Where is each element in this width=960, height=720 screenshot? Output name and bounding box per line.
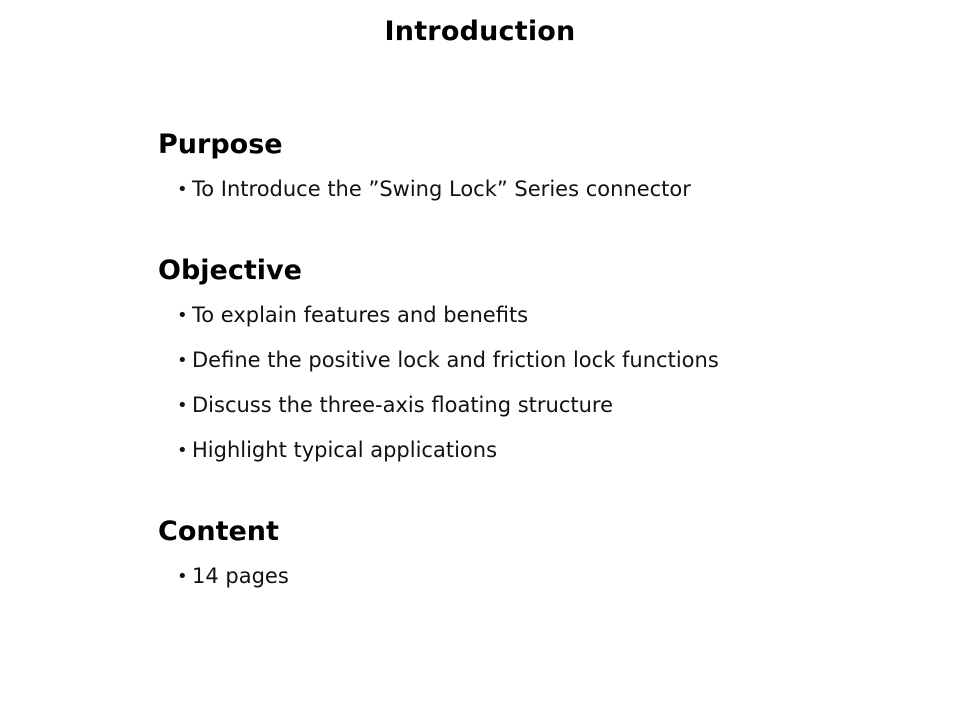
section-purpose: Purpose • To Introduce the ”Swing Lock” … — [158, 128, 918, 212]
list-item-label: Highlight typical applications — [192, 438, 498, 462]
list-item: • To Introduce the ”Swing Lock” Series c… — [158, 167, 918, 212]
slide-body: Purpose • To Introduce the ”Swing Lock” … — [158, 128, 918, 599]
list-item: • Highlight typical applications — [158, 428, 918, 473]
bullet-dot-icon: • — [177, 566, 188, 587]
page-title: Introduction — [384, 16, 576, 47]
bullet-dot-icon: • — [177, 179, 188, 200]
bullet-list-purpose: • To Introduce the ”Swing Lock” Series c… — [158, 167, 918, 212]
section-heading-objective: Objective — [158, 255, 302, 286]
section-heading-content: Content — [158, 516, 279, 547]
bullet-dot-icon: • — [177, 395, 188, 416]
bullet-dot-icon: • — [177, 305, 188, 326]
list-item-label: Discuss the three-axis floating structur… — [192, 393, 614, 417]
list-item-label: Define the positive lock and friction lo… — [192, 348, 719, 372]
list-item: • To explain features and benefits — [158, 293, 918, 338]
bullet-list-content: • 14 pages — [158, 554, 918, 599]
list-item: • Discuss the three-axis floating struct… — [158, 383, 918, 428]
list-item-label: 14 pages — [192, 564, 289, 588]
list-item: • Define the positive lock and friction … — [158, 338, 918, 383]
list-item-label: To explain features and benefits — [192, 303, 529, 327]
section-heading-purpose: Purpose — [158, 129, 283, 160]
list-item-label: To Introduce the ”Swing Lock” Series con… — [192, 177, 691, 201]
section-objective: Objective • To explain features and bene… — [158, 254, 918, 473]
bullet-list-objective: • To explain features and benefits • Def… — [158, 293, 918, 473]
section-content: Content • 14 pages — [158, 515, 918, 599]
list-item: • 14 pages — [158, 554, 918, 599]
bullet-dot-icon: • — [177, 440, 188, 461]
bullet-dot-icon: • — [177, 350, 188, 371]
